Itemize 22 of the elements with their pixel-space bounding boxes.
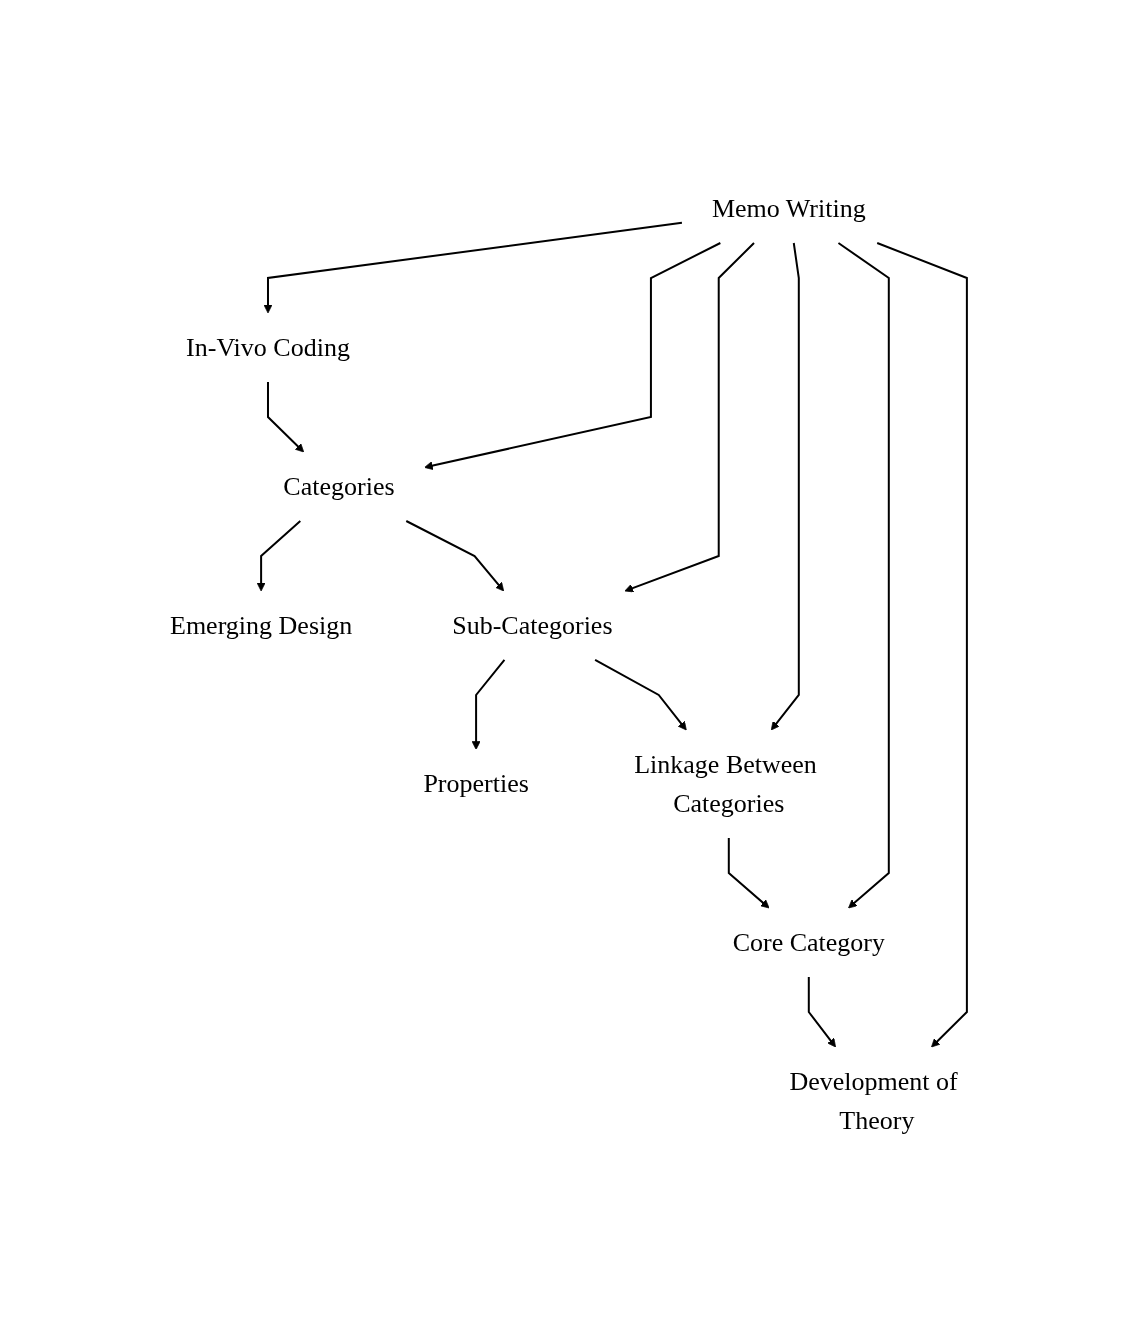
node-text: Core Category	[732, 927, 886, 957]
arrow	[263, 221, 683, 314]
arrow	[837, 242, 890, 909]
node-text: Emerging Design	[170, 610, 353, 640]
arrow	[807, 976, 837, 1048]
node-text: Linkage Between Categories	[634, 749, 817, 818]
arrow	[405, 520, 505, 592]
node-text: Development of Theory	[789, 1066, 958, 1135]
node-text: Properties	[423, 769, 529, 799]
arrow	[424, 242, 722, 470]
arrow	[267, 381, 305, 453]
node-text: In-Vivo Coding	[186, 333, 350, 362]
node-text: Sub-Categories	[452, 610, 613, 640]
node-text: Memo Writing	[711, 194, 866, 223]
arrow	[727, 837, 770, 909]
arrow	[624, 242, 756, 593]
node-text: Categories	[283, 472, 395, 501]
arrow	[471, 659, 506, 750]
arrow	[256, 520, 302, 592]
arrow	[594, 659, 687, 731]
arrow	[876, 242, 968, 1048]
arrow	[770, 242, 800, 731]
